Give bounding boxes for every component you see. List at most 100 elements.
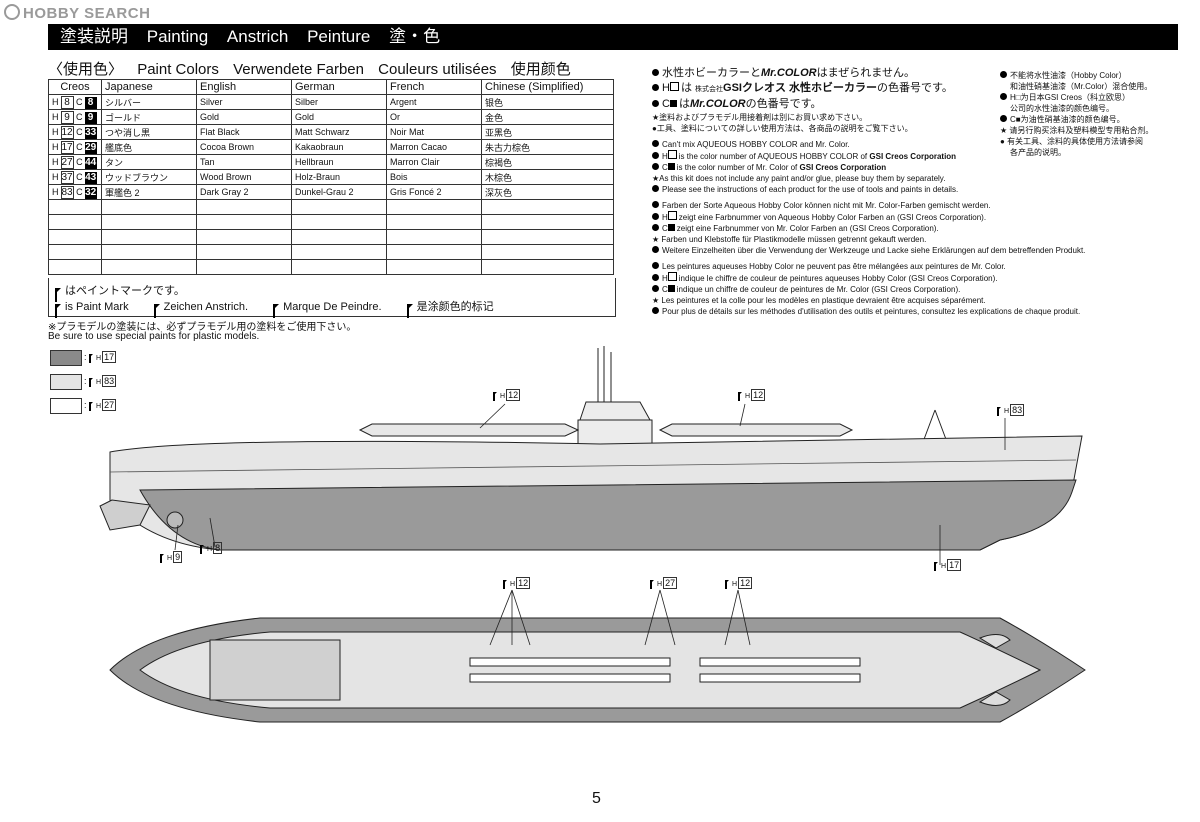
paint-mark-icon — [738, 392, 742, 401]
legend-line-jp: はペイントマークです。 — [55, 282, 185, 302]
notes-de: Farben der Sorte Aqueous Hobby Color kön… — [652, 201, 1086, 255]
cell-fr: Or — [386, 109, 482, 125]
cell-zh: 朱古力棕色 — [481, 139, 614, 155]
paint-mark-icon — [89, 402, 94, 411]
cell-zh: 深灰色 — [481, 184, 614, 200]
cell-ja: 軍艦色 2 — [101, 184, 197, 200]
title-en: Painting — [146, 27, 209, 46]
heading-de: Verwendete Farben — [233, 61, 364, 78]
paint-mark-icon — [650, 580, 654, 589]
table-row-empty — [48, 214, 614, 230]
cell-fr: Noir Mat — [386, 124, 482, 140]
callout-leader-lines — [174, 403, 1006, 646]
hull-lower — [139, 479, 1077, 551]
paint-mark-legend: はペイントマークです。 is Paint Mark Zeichen Anstri… — [48, 278, 616, 318]
cell-ja: つや消し黒 — [101, 124, 197, 140]
cell-ja: 艦底色 — [101, 139, 197, 155]
color-swatch — [50, 374, 82, 390]
legend-fr: Marque De Peindre. — [283, 301, 382, 313]
header-german: German — [291, 79, 387, 95]
aft-fin-bottom — [978, 691, 1011, 706]
page-number: 5 — [592, 790, 601, 807]
paint-mark-icon — [153, 304, 160, 318]
paint-color-table: Creos Japanese English German French Chi… — [48, 79, 614, 275]
submarine-drawing — [99, 346, 1086, 723]
cell-en: Silver — [196, 94, 292, 110]
cell-de: Hellbraun — [291, 154, 387, 170]
plastic-paint-note-jp: ※プラモデルの塗装には、必ずプラモデル用の塗料をご使用下さい。 — [48, 322, 357, 333]
torpedo-rack-3 — [699, 657, 861, 667]
cell-en: Cocoa Brown — [196, 139, 292, 155]
cell-fr: Bois — [386, 169, 482, 185]
paint-mark-icon — [406, 304, 413, 318]
torpedo-rack-2 — [469, 673, 671, 683]
cell-zh: 亚黑色 — [481, 124, 614, 140]
paint-mark-icon — [503, 580, 507, 589]
heading-en: Paint Colors — [137, 61, 219, 78]
notes-en: Can't mix AQUEOUS HOBBY COLOR and Mr. Co… — [652, 140, 959, 194]
legend-line-multilang: is Paint Mark Zeichen Anstrich. Marque D… — [55, 298, 516, 318]
paint-mark-icon — [725, 580, 729, 589]
paint-colors-heading: 〈使用色〉 Paint Colors Verwendete Farben Cou… — [48, 58, 581, 79]
paint-mark-icon — [200, 545, 204, 554]
cell-ja: ウッドブラウン — [101, 169, 197, 185]
conning-tower-top — [579, 401, 651, 421]
cell-ja: シルバー — [101, 94, 197, 110]
table-row-empty — [48, 244, 614, 260]
paint-mark-icon — [160, 554, 164, 563]
heading-fr: Couleurs utilisées — [378, 61, 497, 78]
rudder — [99, 499, 151, 531]
cell-fr: Argent — [386, 94, 482, 110]
watermark-logo-icon — [4, 4, 20, 20]
cell-zh: 金色 — [481, 109, 614, 125]
side-view — [99, 346, 1083, 551]
title-fr: Peinture — [307, 27, 371, 46]
table-header-row: Creos Japanese English German French Chi… — [48, 79, 614, 95]
table-row-empty — [48, 229, 614, 245]
paint-mark-icon — [934, 562, 938, 571]
paint-mark-icon — [55, 304, 61, 318]
legend-zh: 是涂颜色的标记 — [416, 301, 494, 313]
table-row-empty — [48, 259, 614, 275]
cell-de: Dunkel-Grau 2 — [291, 184, 387, 200]
cell-en: Gold — [196, 109, 292, 125]
paint-mark-icon — [89, 354, 94, 363]
cell-zh: 银色 — [481, 94, 614, 110]
paint-notes-cn: 不能将水性油漆（Hobby Color） 和油性硝基油漆（Mr.Color）混合… — [1000, 71, 1154, 157]
cell-zh: 木棕色 — [481, 169, 614, 185]
header-japanese: Japanese — [101, 79, 197, 95]
watermark: HOBBY SEARCH — [4, 4, 150, 22]
header-french: French — [386, 79, 482, 95]
cell-ja: ゴールド — [101, 109, 197, 125]
cell-de: Matt Schwarz — [291, 124, 387, 140]
